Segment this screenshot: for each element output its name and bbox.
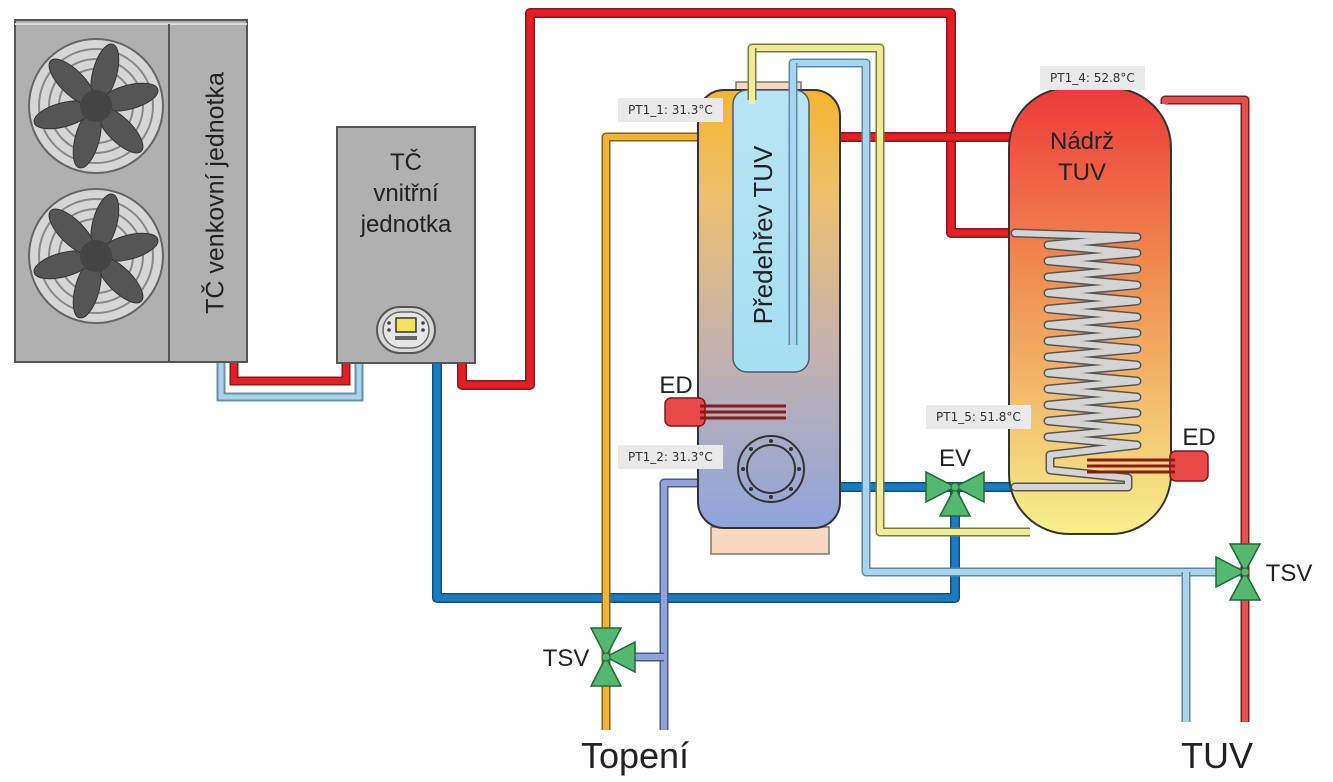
pipe-outdoor-supply: [229, 360, 351, 386]
main-tank-label-1: Nádrž: [1050, 128, 1114, 155]
sensor-pt1-2: PT1_2: 31.3°C: [618, 445, 723, 469]
tsv-valve-right-icon: [1215, 543, 1262, 601]
ed-left-label: ED: [659, 372, 692, 399]
indoor-unit-label-2: vnitřní: [373, 180, 439, 207]
control-panel-icon: [376, 306, 436, 354]
heat-exchanger-coil: [1010, 228, 1142, 492]
pipe-hot-water-out: [1160, 95, 1250, 722]
outdoor-unit-label: TČ venkovní jednotka: [201, 72, 230, 314]
pipe-outdoor-return: [216, 360, 364, 402]
pipe-heating-return: [620, 478, 700, 730]
tsv-valve-left-icon: [589, 627, 636, 687]
sensor-pt1-4: PT1_4: 52.8°C: [1040, 66, 1145, 90]
fan-icon: [28, 188, 164, 324]
indoor-unit-label-1: TČ: [390, 148, 422, 176]
sensor-pt1-5: PT1_5: 51.8°C: [926, 405, 1031, 429]
manhole-icon: [737, 435, 805, 503]
ed-right-label: ED: [1182, 424, 1215, 451]
outdoor-unit: TČ venkovní jednotka: [14, 19, 248, 363]
heating-label: Topení: [581, 735, 689, 776]
pipe-cold-return: [432, 362, 960, 603]
tsv-right-label: TSV: [1266, 560, 1313, 587]
indoor-unit: TČ vnitřní jednotka: [336, 126, 476, 364]
indoor-unit-label-3: jednotka: [360, 211, 452, 238]
fan-icon: [28, 38, 164, 174]
hot-water-label: TUV: [1181, 735, 1253, 776]
heating-element-left: [664, 397, 786, 427]
tsv-left-label: TSV: [543, 645, 590, 672]
preheat-tank: Předehřev TUV: [697, 81, 841, 555]
sensor-pt1-1: PT1_1: 31.3°C: [618, 98, 723, 122]
preheat-tank-label: Předehřev TUV: [748, 145, 778, 324]
pipe-heating-supply: [601, 132, 700, 730]
main-tank-label-2: TUV: [1058, 159, 1106, 186]
pipe-hot-supply: [457, 8, 1015, 390]
ev-label: EV: [939, 445, 971, 472]
ev-valve-icon: [925, 470, 985, 517]
heating-element-right: [1087, 450, 1209, 482]
